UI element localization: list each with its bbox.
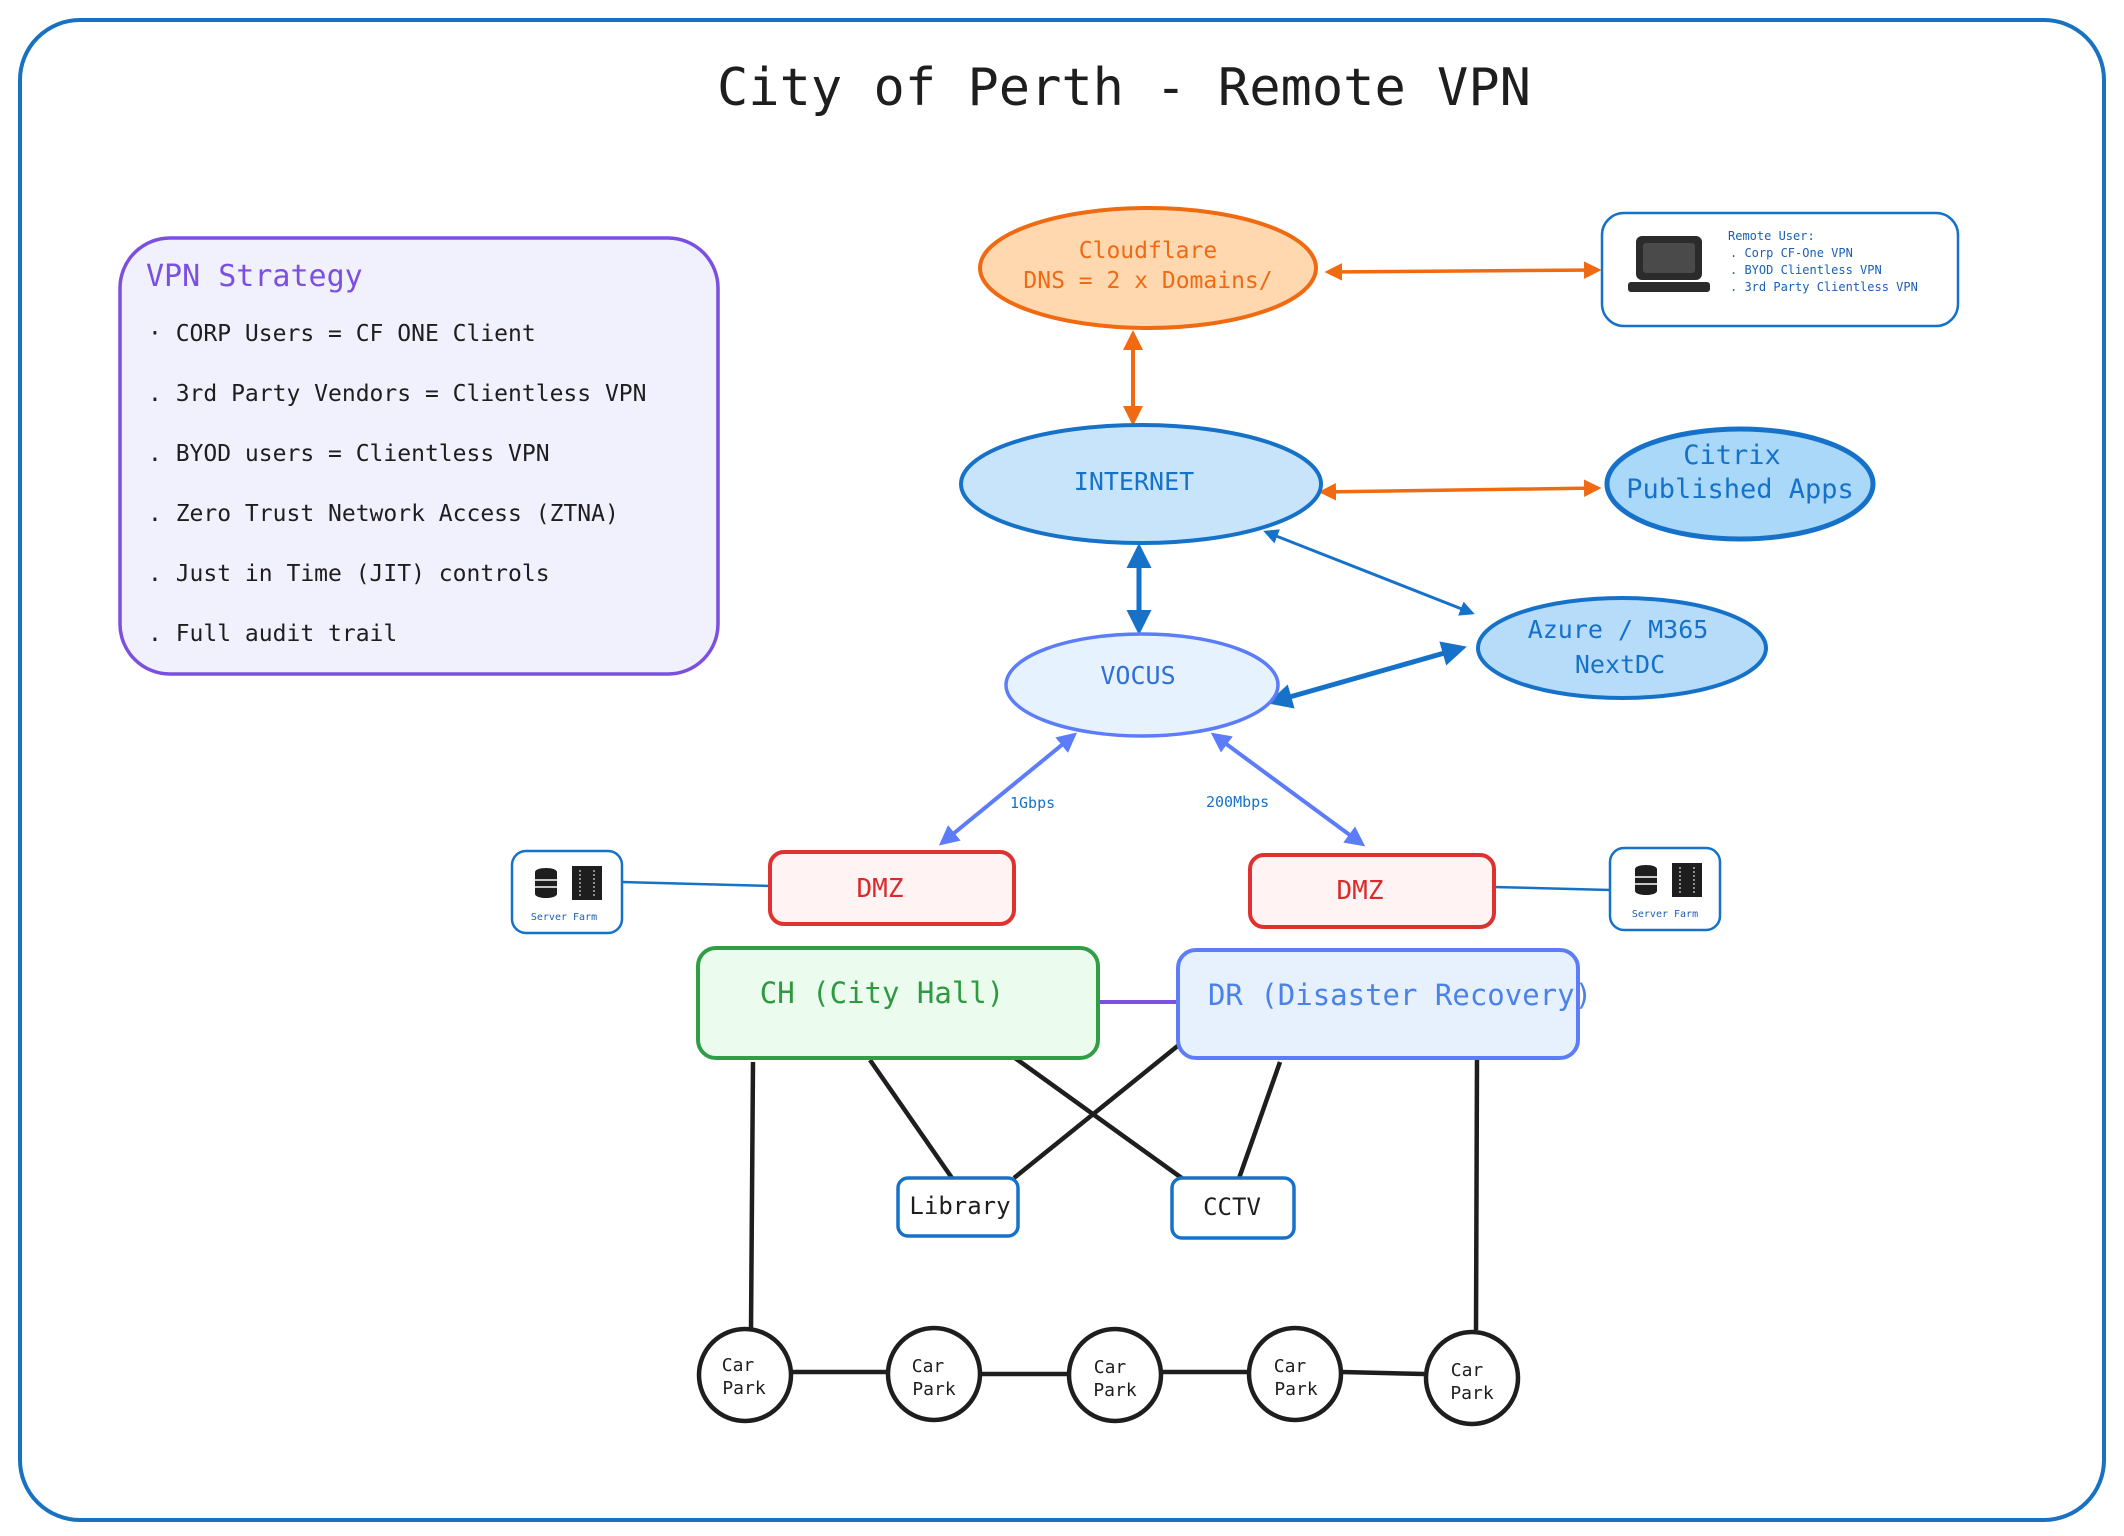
link-internet-azure — [1263, 529, 1475, 616]
city-hall-label: CH (City Hall) — [760, 976, 1004, 1010]
car-park-node: Car Park — [885, 1325, 983, 1423]
cctv-node: CCTV — [1170, 1176, 1296, 1240]
dmz-left-node: DMZ — [768, 850, 1016, 926]
server-farm-label: Server Farm — [1632, 909, 1698, 920]
link-speed-left: 1Gbps — [1010, 794, 1055, 812]
citrix-label: Citrix — [1683, 440, 1781, 471]
server-farm-label: Server Farm — [531, 912, 597, 923]
strategy-item: . 3rd Party Vendors = Clientless VPN — [148, 381, 647, 407]
dmz-left-label: DMZ — [857, 874, 904, 904]
azure-node: Azure / M365 NextDC — [1476, 596, 1768, 700]
library-label: Library — [909, 1192, 1010, 1220]
car-park-label: Car — [912, 1356, 945, 1377]
vocus-label: VOCUS — [1100, 661, 1175, 690]
strategy-item: . Full audit trail — [148, 621, 397, 647]
strategy-item: · CORP Users = CF ONE Client — [148, 321, 536, 347]
car-park-node: Car Park — [1066, 1326, 1164, 1424]
internet-node: INTERNET — [959, 423, 1323, 545]
cloudflare-node: Cloudflare DNS = 2 x Domains/ — [978, 206, 1318, 330]
database-icon — [535, 868, 557, 898]
strategy-item: . Zero Trust Network Access (ZTNA) — [148, 501, 619, 527]
link-dr-library — [1012, 1038, 1187, 1180]
strategy-item: . BYOD users = Clientless VPN — [148, 441, 550, 467]
link-vocus-dmz-left — [938, 732, 1078, 846]
disaster-recovery-label: DR (Disaster Recovery) — [1208, 978, 1592, 1012]
car-park-label: Park — [1450, 1383, 1494, 1404]
link-carpark-chain — [1341, 1369, 1425, 1377]
car-park-label: Car — [1451, 1360, 1484, 1381]
remote-user-item: . Corp CF-One VPN — [1730, 246, 1853, 260]
cctv-label: CCTV — [1203, 1193, 1261, 1221]
cloudflare-label: Cloudflare — [1079, 238, 1217, 264]
car-park-label: Car — [722, 1355, 755, 1376]
link-speed-right: 200Mbps — [1206, 793, 1269, 811]
link-ch-cctv — [1013, 1056, 1192, 1186]
remote-user-heading: Remote User: — [1728, 229, 1815, 243]
remote-user-item: . BYOD Clientless VPN — [1730, 263, 1882, 277]
link-cloudflare-remote-user — [1324, 261, 1602, 281]
citrix-label: Published Apps — [1626, 474, 1854, 505]
dmz-right-node: DMZ — [1248, 853, 1496, 929]
link-dr-cctv — [1234, 1061, 1283, 1185]
link-vocus-azure — [1267, 641, 1467, 709]
car-park-label: Car — [1274, 1356, 1307, 1377]
library-node: Library — [896, 1176, 1020, 1238]
computer-icon — [1628, 236, 1710, 292]
link-internet-citrix — [1318, 479, 1602, 501]
link-dmz-serverfarm-right — [1493, 885, 1611, 892]
disaster-recovery-node: DR (Disaster Recovery) — [1176, 948, 1592, 1060]
strategy-item: . Just in Time (JIT) controls — [148, 561, 550, 587]
remote-user-item: . 3rd Party Clientless VPN — [1730, 280, 1918, 294]
car-park-label: Park — [912, 1379, 956, 1400]
car-park-node: Car Park — [696, 1326, 794, 1424]
link-ch-carpark — [748, 1061, 756, 1331]
database-icon — [1635, 865, 1657, 895]
server-rack-icon — [1672, 863, 1702, 897]
car-park-label: Park — [722, 1378, 766, 1399]
car-park-node: Car Park — [1246, 1325, 1344, 1423]
link-serverfarm-dmz-left — [621, 880, 773, 888]
link-vocus-dmz-right — [1210, 732, 1366, 847]
strategy-heading: VPN Strategy — [146, 259, 363, 294]
link-dr-carpark — [1473, 1057, 1480, 1331]
server-rack-icon — [572, 866, 602, 900]
city-hall-node: CH (City Hall) — [696, 946, 1100, 1060]
azure-label: NextDC — [1575, 650, 1665, 679]
car-park-label: Park — [1093, 1380, 1137, 1401]
server-farm-right: Server Farm — [1608, 846, 1722, 932]
car-park-label: Car — [1094, 1357, 1127, 1378]
cloudflare-label: DNS = 2 x Domains/ — [1023, 268, 1272, 294]
car-park-node: Car Park — [1423, 1329, 1521, 1427]
link-ch-library — [868, 1058, 954, 1180]
azure-label: Azure / M365 — [1528, 615, 1709, 644]
dmz-right-label: DMZ — [1337, 876, 1384, 906]
internet-label: INTERNET — [1074, 467, 1194, 496]
server-farm-left: Server Farm — [510, 849, 624, 935]
car-park-label: Park — [1274, 1379, 1318, 1400]
vpn-strategy-panel: VPN Strategy · CORP Users = CF ONE Clien… — [118, 236, 720, 676]
citrix-node: Citrix Published Apps — [1604, 426, 1876, 542]
vocus-node: VOCUS — [1004, 632, 1280, 738]
remote-user-box: Remote User: . Corp CF-One VPN . BYOD Cl… — [1600, 211, 1960, 328]
page-title: City of Perth - Remote VPN — [717, 58, 1531, 118]
